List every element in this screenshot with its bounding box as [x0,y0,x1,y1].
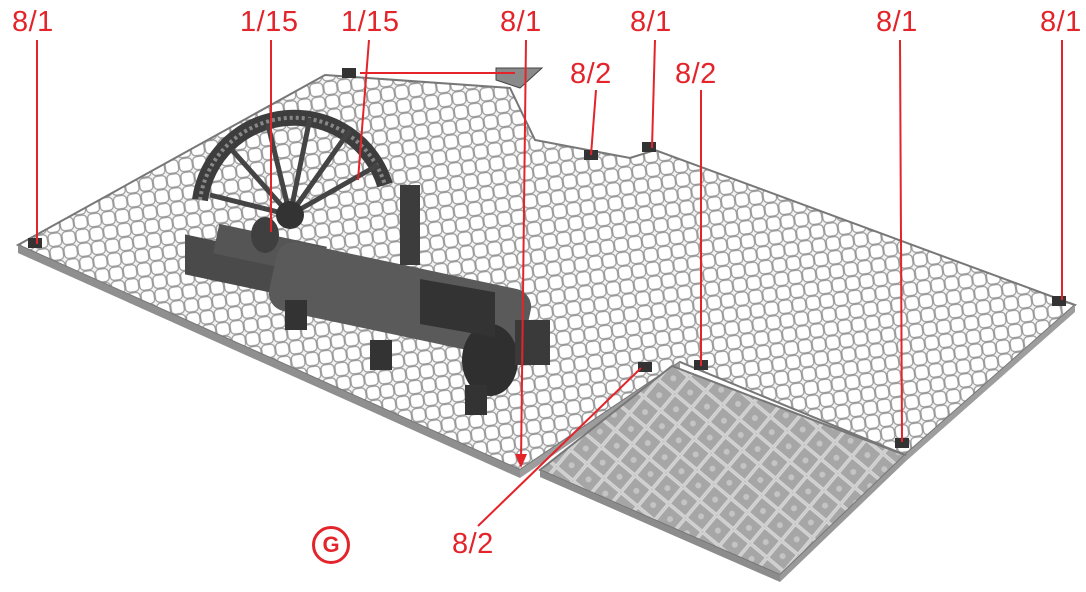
part-marker-badge: G [312,526,350,564]
part-marker-letter: G [322,532,340,557]
arrow-head [515,454,527,468]
callout-center-post: 8/1 [500,6,542,38]
base-plate [15,73,1077,478]
callout-clip-left: 8/2 [570,58,612,90]
callout-flywheel-right: 1/15 [341,6,400,38]
paved-section [538,364,907,582]
callout-middle-notch: 8/1 [630,6,672,38]
leader-lines [36,39,1063,527]
callout-flywheel-left: 1/15 [240,6,299,38]
callout-clip-right: 8/2 [675,58,717,90]
callout-far-right-corner: 8/1 [1040,6,1082,38]
callout-right-post: 8/1 [876,6,918,38]
callout-bottom-clip: 8/2 [452,528,494,560]
callout-left-corner: 8/1 [12,6,54,38]
small-wedge-part [495,67,544,89]
